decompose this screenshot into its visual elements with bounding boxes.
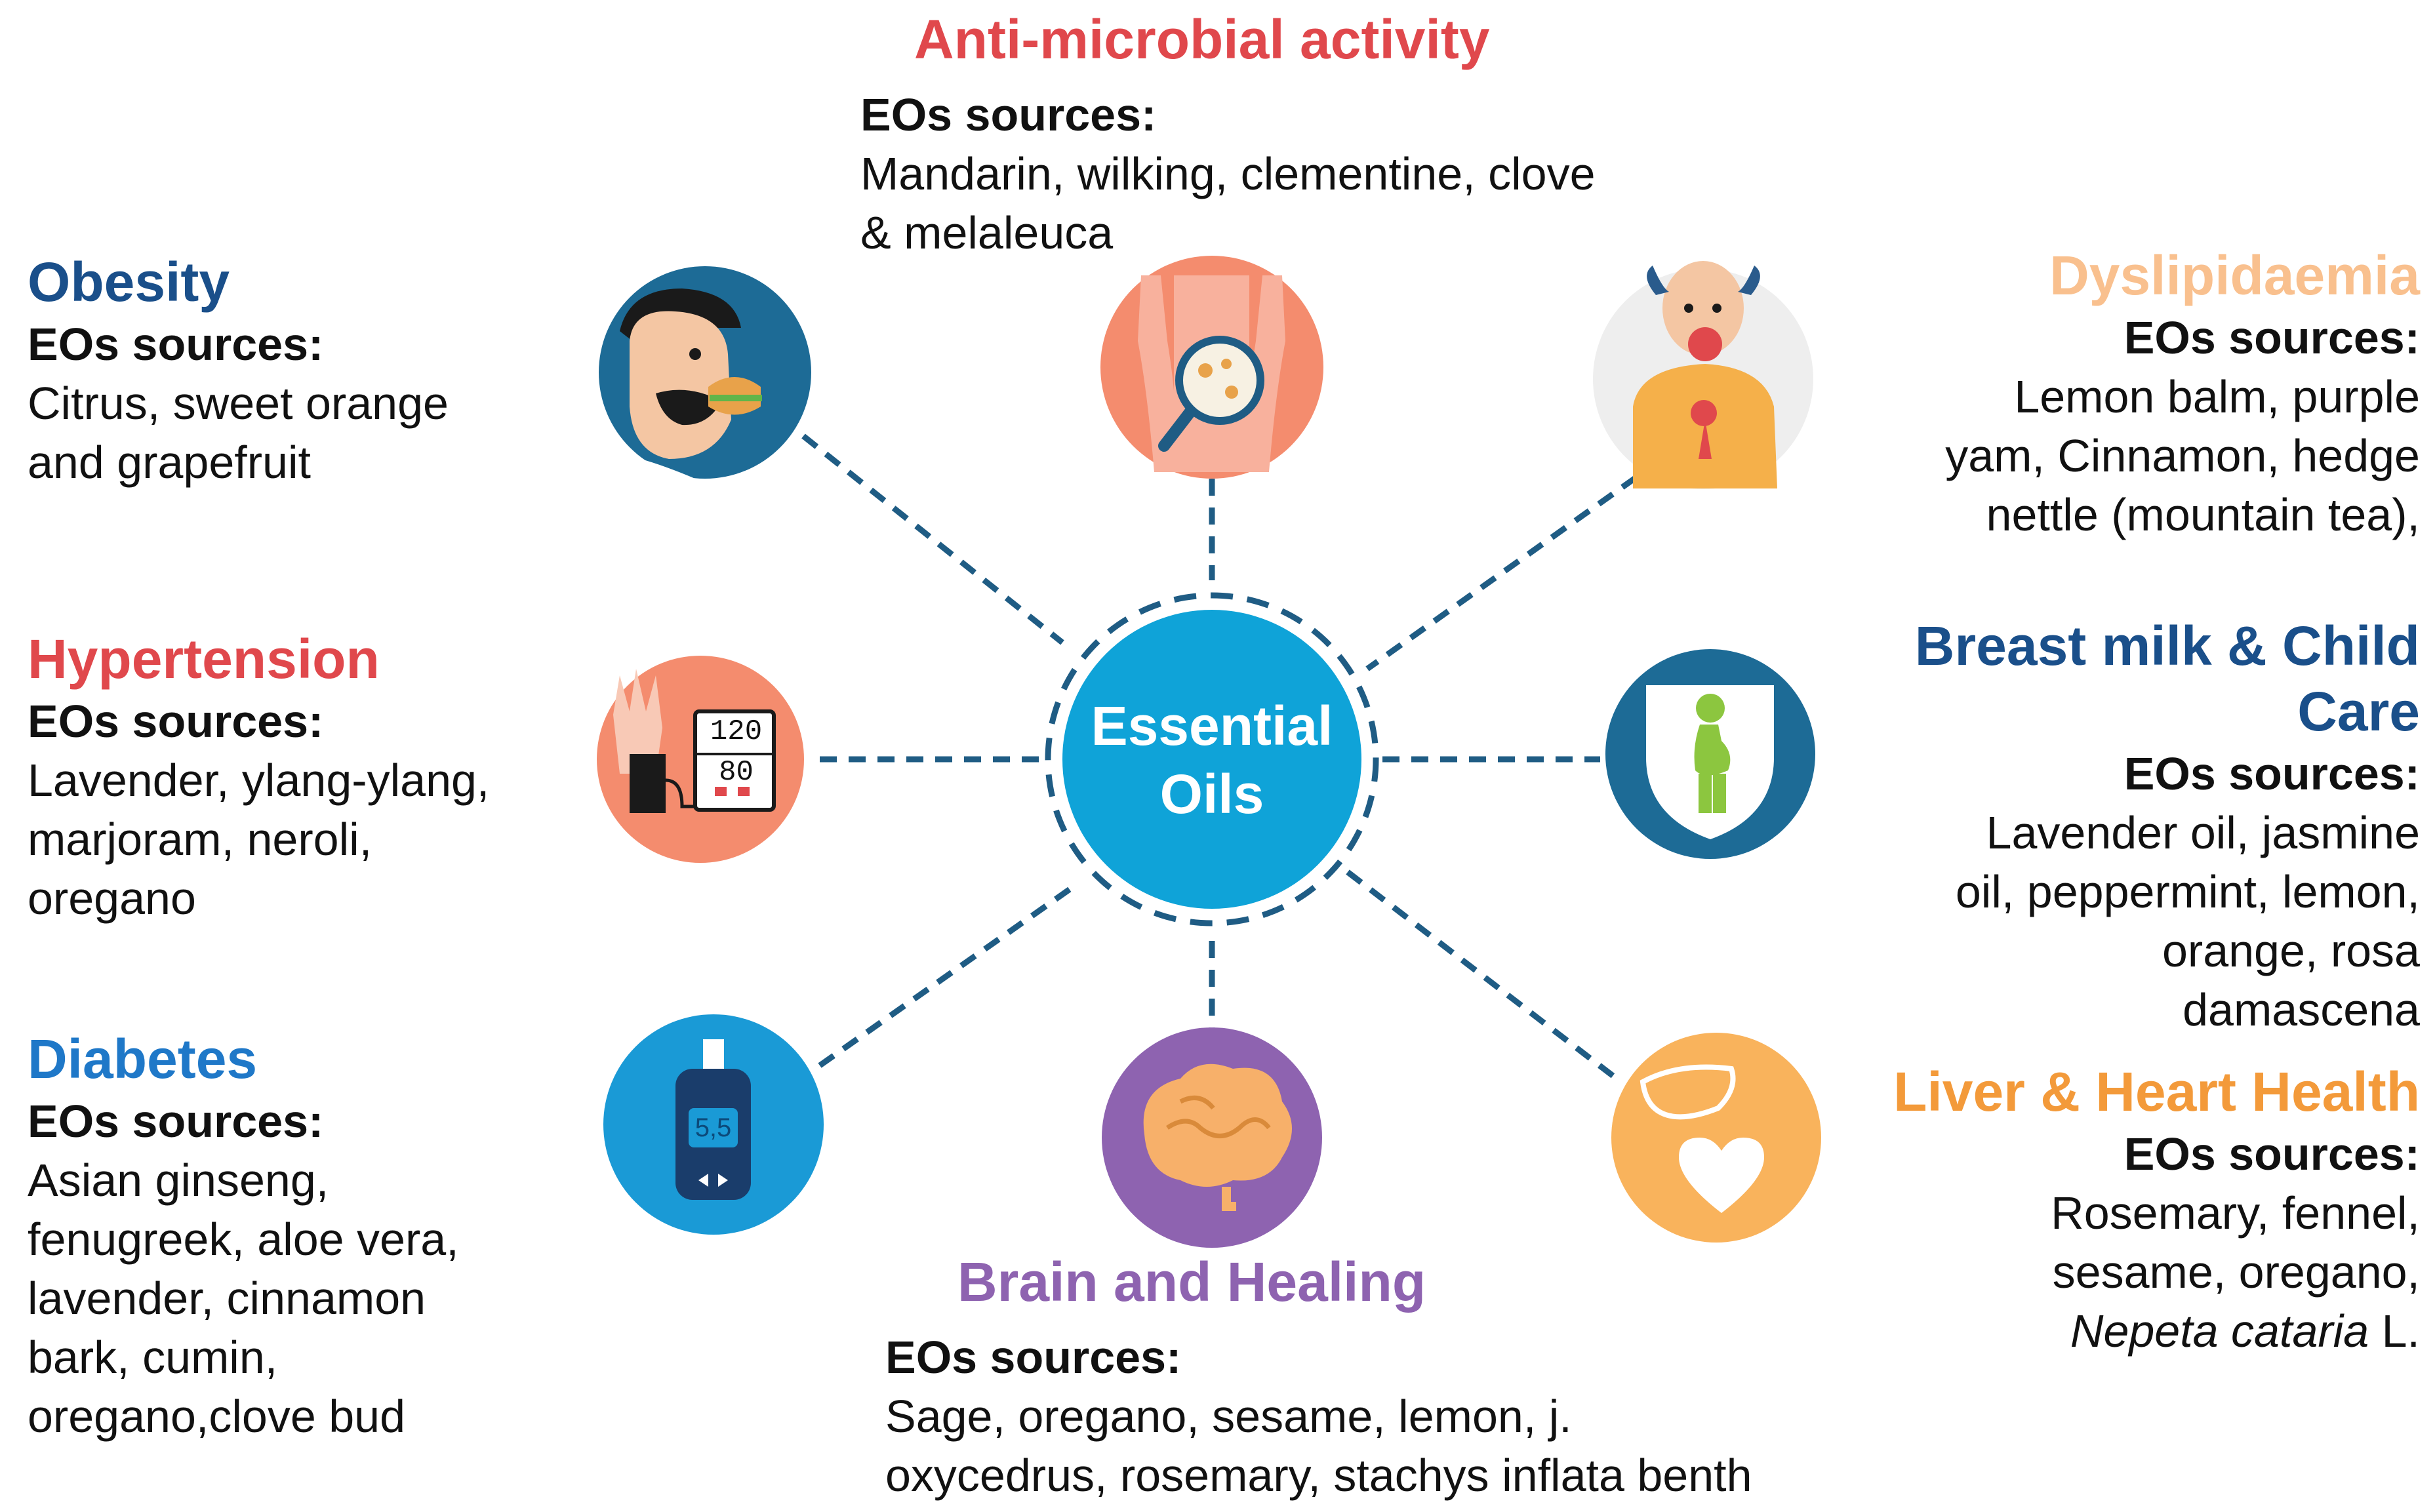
hypertension-line1: Lavender, ylang-ylang, — [28, 755, 490, 806]
antimicrobial-sources-label: EOs sources: — [860, 89, 1157, 140]
hypertension-sources-label: EOs sources: — [28, 696, 324, 747]
breast-block: Breast milk & Child Care EOs sources: La… — [1830, 613, 2420, 1039]
liver-icon — [1611, 1033, 1821, 1243]
diabetes-icon — [603, 1014, 824, 1235]
connector-liver — [1346, 869, 1619, 1081]
antimicrobial-line1: Mandarin, wilking, clementine, clove — [860, 148, 1596, 199]
center-label-line1: Essential — [1091, 695, 1333, 757]
hypertension-title: Hypertension — [28, 628, 380, 690]
center-circle — [1062, 610, 1361, 909]
breast-icon — [1605, 649, 1815, 859]
diabetes-sources-label: EOs sources: — [28, 1096, 324, 1147]
liver-line2: sesame, oregano, — [2052, 1246, 2420, 1298]
liver-line3: Nepeta cataria L. — [1830, 1302, 2420, 1361]
dyslipidaemia-block: Dyslipidaemia EOs sources: Lemon balm, p… — [1882, 243, 2420, 544]
connectors — [801, 433, 1638, 1081]
antimicrobial-icon — [1100, 256, 1323, 479]
connector-obesity — [801, 433, 1064, 645]
antimicrobial-block: Anti-microbial activity EOs sources: Man… — [860, 7, 1713, 262]
liver-sources-label: EOs sources: — [2123, 1128, 2420, 1180]
center-dashed-ring — [1045, 592, 1379, 926]
center-label-line2: Oils — [1159, 763, 1264, 825]
diabetes-line4: bark, cumin, — [28, 1332, 278, 1383]
diabetes-block: Diabetes EOs sources: Asian ginseng, fen… — [28, 1026, 585, 1446]
brain-line1: Sage, oregano, sesame, lemon, j. — [885, 1391, 1572, 1442]
center-node — [1045, 592, 1379, 926]
obesity-line2: and grapefruit — [28, 437, 311, 488]
glucometer-readout: 5,5 — [694, 1113, 732, 1142]
breast-sources-label: EOs sources: — [2123, 748, 2420, 799]
connector-dyslipidaemia — [1365, 475, 1638, 671]
breast-title-line1: Breast milk & Child — [1914, 615, 2420, 677]
antimicrobial-line2: & melaleuca — [860, 207, 1114, 258]
hypertension-line2: marjoram, neroli, — [28, 814, 372, 865]
liver-title: Liver & Heart Health — [1893, 1061, 2420, 1123]
diabetes-line1: Asian ginseng, — [28, 1155, 329, 1206]
connector-diabetes — [818, 883, 1077, 1068]
liver-block: Liver & Heart Health EOs sources: Rosema… — [1830, 1059, 2420, 1361]
dyslipidaemia-icon — [1593, 261, 1813, 489]
diabetes-title: Diabetes — [28, 1028, 258, 1090]
brain-icon — [1102, 1027, 1322, 1248]
hypertension-block: Hypertension EOs sources: Lavender, ylan… — [28, 626, 585, 928]
breast-title-line2: Care — [2297, 681, 2420, 742]
obesity-title: Obesity — [28, 251, 230, 313]
liver-species-author: L. — [2369, 1305, 2420, 1357]
breast-line1: Lavender oil, jasmine — [1986, 807, 2420, 858]
hypertension-line3: oregano — [28, 873, 196, 924]
liver-line1: Rosemary, fennel, — [2051, 1187, 2420, 1239]
obesity-sources-label: EOs sources: — [28, 319, 324, 370]
breast-line3: orange, rosa — [2162, 925, 2420, 976]
obesity-line1: Citrus, sweet orange — [28, 378, 449, 429]
dyslipidaemia-line3: nettle (mountain tea), — [1986, 489, 2420, 540]
breast-line2: oil, peppermint, lemon, — [1955, 866, 2420, 917]
center-label: Essential Oils — [1068, 692, 1356, 828]
diabetes-line3: lavender, cinnamon — [28, 1273, 426, 1324]
diastolic-reading: 80 — [719, 756, 754, 789]
hypertension-icon — [597, 656, 804, 863]
blood-pressure-readout: 120 80 — [708, 715, 764, 789]
obesity-block: Obesity EOs sources: Citrus, sweet orang… — [28, 249, 552, 492]
diabetes-line2: fenugreek, aloe vera, — [28, 1214, 459, 1265]
dyslipidaemia-sources-label: EOs sources: — [2123, 312, 2420, 363]
brain-line2: oxycedrus, rosemary, stachys inflata ben… — [885, 1450, 1752, 1501]
diabetes-line5: oregano,clove bud — [28, 1391, 405, 1442]
dyslipidaemia-title: Dyslipidaemia — [2049, 245, 2420, 306]
brain-sources-label: EOs sources: — [885, 1332, 1182, 1383]
antimicrobial-title: Anti-microbial activity — [914, 9, 1490, 70]
systolic-reading: 120 — [710, 715, 763, 748]
breast-line4: damascena — [2183, 984, 2420, 1035]
liver-species-name: Nepeta cataria — [2070, 1305, 2369, 1357]
obesity-icon — [599, 266, 811, 479]
dyslipidaemia-line2: yam, Cinnamon, hedge — [1945, 430, 2420, 481]
brain-title: Brain and Healing — [957, 1251, 1426, 1313]
brain-block: Brain and Healing EOs sources: Sage, ore… — [885, 1249, 1803, 1505]
dyslipidaemia-line1: Lemon balm, purple — [2014, 371, 2420, 422]
